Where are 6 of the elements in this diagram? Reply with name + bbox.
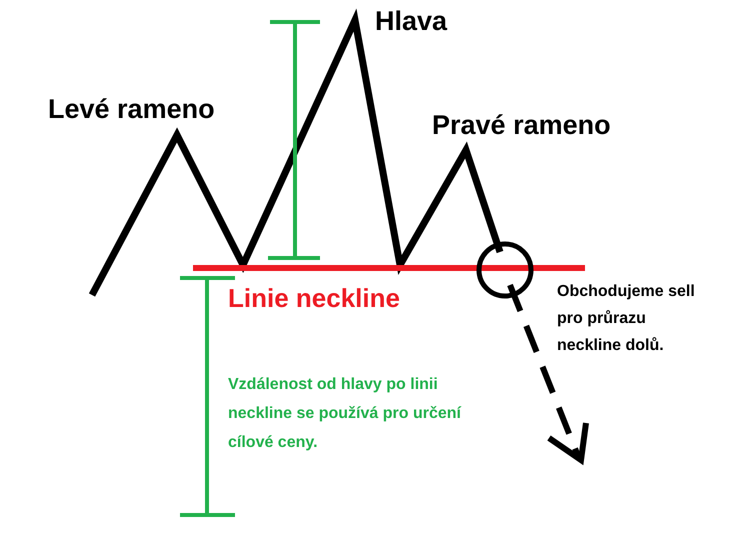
right-shoulder-label: Pravé rameno bbox=[432, 110, 611, 141]
head-label: Hlava bbox=[375, 6, 448, 37]
note-text: Vzdálenost od hlavy po linii neckline se používá pro určení cílové ceny. bbox=[228, 375, 462, 453]
neckline-label: Linie neckline bbox=[228, 283, 400, 314]
left-shoulder-label: Levé rameno bbox=[48, 94, 215, 125]
note-text: Obchodujeme sell pro průrazu neckline dolů. bbox=[557, 282, 696, 356]
